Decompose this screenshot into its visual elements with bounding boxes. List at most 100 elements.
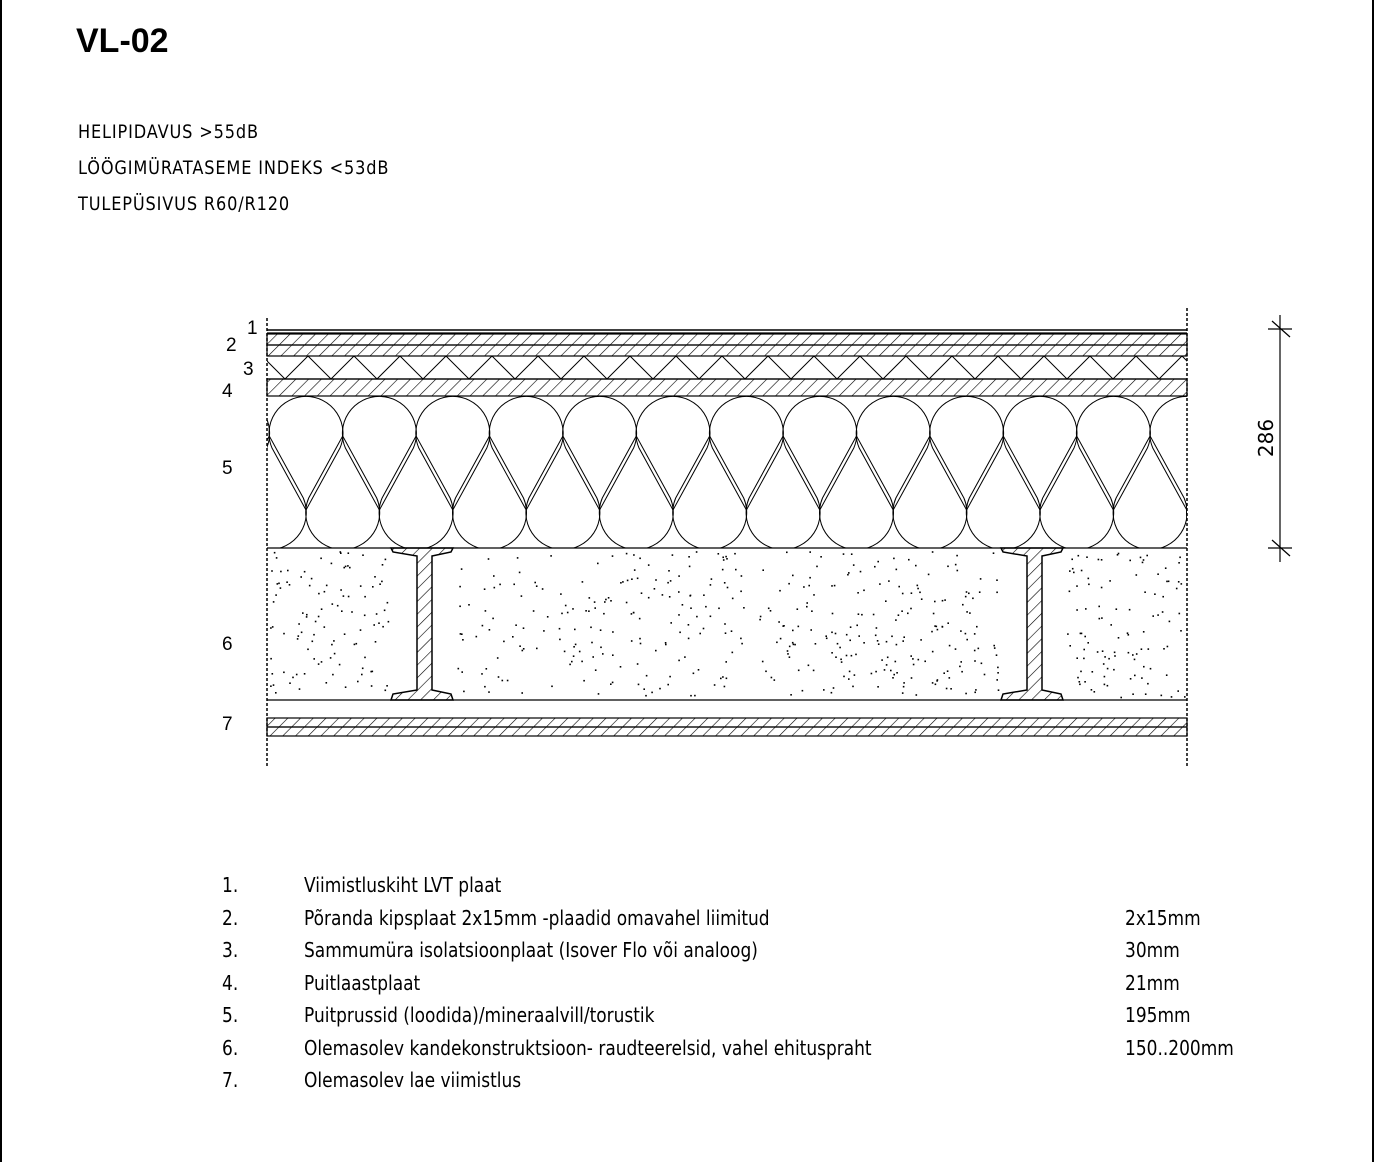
fill-speck — [585, 610, 587, 612]
fill-speck — [506, 679, 509, 682]
fill-speck — [339, 551, 342, 553]
legend-description: Puitprussid (loodida)/mineraalvill/torus… — [304, 1003, 655, 1027]
fill-speck — [305, 616, 308, 618]
fill-speck — [877, 560, 879, 563]
fill-speck — [270, 627, 272, 629]
fill-speck — [664, 642, 667, 644]
fill-speck — [944, 599, 946, 601]
fill-speck — [936, 680, 938, 682]
fill-speck — [1135, 574, 1138, 576]
fill-speck — [308, 584, 311, 587]
fill-speck — [1128, 608, 1131, 611]
fill-speck — [1084, 635, 1086, 638]
fill-speck — [834, 632, 837, 635]
fill-speck — [481, 624, 484, 627]
layer-1-lvt — [267, 329, 1187, 334]
fill-speck — [1106, 684, 1109, 687]
fill-speck — [636, 663, 639, 665]
fill-speck — [855, 653, 857, 656]
fill-speck — [1100, 586, 1103, 589]
fill-speck — [1077, 554, 1080, 557]
fill-speck — [1114, 655, 1116, 657]
fill-speck — [857, 592, 859, 594]
legend-description: Puitlaastplaat — [304, 970, 421, 995]
fill-speck — [1091, 671, 1094, 673]
fill-speck — [317, 663, 320, 665]
layer-5-mineral-wool — [267, 396, 1187, 548]
fill-speck — [487, 558, 490, 560]
fill-speck — [630, 613, 633, 615]
fill-speck — [1073, 571, 1075, 574]
fill-speck — [271, 626, 274, 628]
wool-loop — [562, 396, 638, 512]
fill-speck — [968, 592, 970, 595]
fill-speck — [1127, 634, 1130, 636]
fill-speck — [931, 630, 933, 633]
fill-speck — [325, 584, 328, 587]
fill-speck — [696, 615, 698, 618]
fill-speck — [1101, 650, 1104, 652]
fill-speck — [342, 595, 345, 597]
fill-speck — [381, 580, 383, 583]
fill-speck — [931, 551, 934, 553]
fill-speck — [892, 677, 894, 679]
fill-speck — [734, 552, 736, 555]
wool-loop — [672, 434, 748, 548]
legend-number: 3. — [222, 938, 239, 962]
layer-6-existing-structure — [267, 547, 1187, 701]
wool-loop — [635, 396, 711, 512]
fill-speck — [655, 649, 657, 652]
fill-speck — [630, 640, 633, 642]
fill-speck — [612, 631, 614, 633]
legend-description: Olemasolev lae viimistlus — [304, 1068, 522, 1092]
fill-speck — [659, 687, 661, 690]
fill-speck — [289, 682, 291, 684]
wool-loop — [268, 396, 344, 512]
fill-speck — [340, 589, 342, 591]
fill-speck — [883, 669, 886, 671]
fill-speck — [1144, 693, 1147, 695]
fill-speck — [668, 570, 670, 572]
fill-speck — [347, 595, 350, 598]
fill-speck — [639, 557, 641, 560]
fill-speck — [979, 578, 982, 580]
fill-speck — [902, 685, 905, 688]
fill-speck — [932, 612, 935, 615]
fill-speck — [948, 677, 951, 679]
fill-speck — [761, 660, 764, 663]
legend-number: 6. — [222, 1035, 239, 1060]
fill-speck — [740, 637, 742, 640]
fill-speck — [633, 569, 636, 571]
fill-speck — [801, 689, 804, 692]
fill-speck — [901, 592, 904, 595]
legend-thickness: 195mm — [1125, 1003, 1191, 1027]
fill-speck — [303, 570, 306, 573]
fill-speck — [669, 580, 672, 582]
fill-speck — [1096, 651, 1099, 653]
fill-speck — [493, 575, 495, 577]
fill-speck — [645, 694, 647, 697]
fill-speck — [1132, 654, 1134, 656]
fill-speck — [1097, 558, 1100, 561]
fill-speck — [611, 555, 614, 557]
label-layer-2: 2 — [226, 335, 237, 356]
fill-speck — [300, 631, 303, 634]
fill-speck — [594, 607, 596, 609]
fill-speck — [995, 654, 998, 656]
fill-speck — [1140, 648, 1143, 650]
fill-speck — [1167, 580, 1170, 583]
fill-speck — [809, 551, 811, 553]
fill-speck — [521, 692, 523, 694]
fill-speck — [702, 627, 705, 630]
fill-speck — [833, 584, 836, 587]
fill-speck — [602, 653, 604, 655]
fill-speck — [518, 571, 521, 574]
fill-speck — [770, 676, 773, 679]
fill-speck — [610, 683, 612, 685]
fill-speck — [462, 639, 464, 641]
fill-speck — [947, 565, 949, 568]
fill-speck — [631, 578, 633, 580]
fill-speck — [964, 595, 967, 598]
fill-speck — [333, 652, 336, 655]
